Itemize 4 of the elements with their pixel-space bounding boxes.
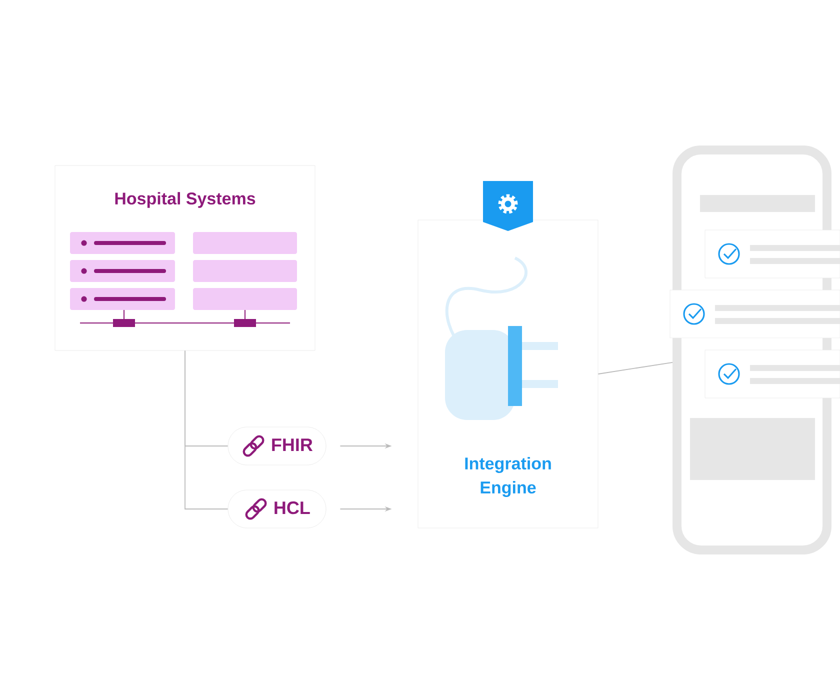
connector-line: [598, 362, 673, 374]
protocol-pill: FHIR: [228, 426, 326, 466]
protocol-pill: HCL: [228, 490, 326, 528]
connector-line: [184, 350, 228, 510]
